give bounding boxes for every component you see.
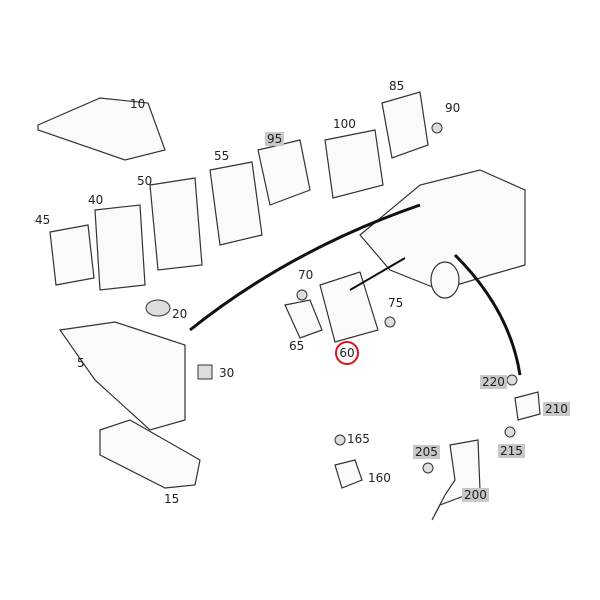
label-200[interactable]: 200 [462,488,489,502]
part-165-screw [334,434,346,446]
part-40-bracket [94,204,146,291]
label-50[interactable]: 50 [137,174,153,188]
leader-line [453,253,522,376]
leader-line [349,257,406,291]
label-70[interactable]: 70 [298,268,314,282]
label-15[interactable]: 15 [164,492,180,506]
part-75-nut [384,316,396,328]
label-5[interactable]: 5 [77,356,85,370]
label-30[interactable]: 30 [219,366,235,380]
part-60-fuse-box [319,271,379,343]
label-85[interactable]: 85 [389,79,405,93]
label-95[interactable]: 95 [265,132,285,146]
part-160-clip [334,459,363,489]
label-55[interactable]: 55 [214,149,230,163]
label-100[interactable]: 100 [333,117,356,131]
label-165[interactable]: 165 [347,432,370,446]
vehicle-wheel [430,261,460,299]
part-205-nut [422,462,434,474]
part-95-bracket [257,139,311,206]
part-10-cover [37,97,166,161]
leader-line [189,203,421,332]
part-20-relay [145,299,171,317]
part-215-nut [504,426,516,438]
part-220-bolt [506,374,518,386]
part-70-nut [296,289,308,301]
label-20[interactable]: 20 [172,307,188,321]
part-30-clip [197,364,213,380]
label-205[interactable]: 205 [413,445,440,459]
part-65-bracket [284,299,323,339]
part-55-ecu [209,161,263,246]
part-85-module [381,91,429,159]
part-45-module [49,224,95,286]
label-40[interactable]: 40 [88,193,104,207]
label-75[interactable]: 75 [388,296,404,310]
part-15-cover [99,419,201,489]
part-50-bracket [149,177,203,271]
part-5-housing [58,321,186,431]
part-200-bracket [431,439,481,521]
part-90-screw [431,122,443,134]
label-10[interactable]: 10 [130,97,146,111]
part-100-ecu [324,129,384,199]
label-220[interactable]: 220 [480,375,507,389]
label-65[interactable]: 65 [289,339,305,353]
label-45[interactable]: 45 [35,213,51,227]
label-210[interactable]: 210 [543,402,570,416]
label-215[interactable]: 215 [498,444,525,458]
label-160[interactable]: 160 [368,471,391,485]
label-60-selected[interactable]: 60 [335,341,359,365]
part-210-sensor [514,391,541,421]
label-90[interactable]: 90 [445,101,461,115]
